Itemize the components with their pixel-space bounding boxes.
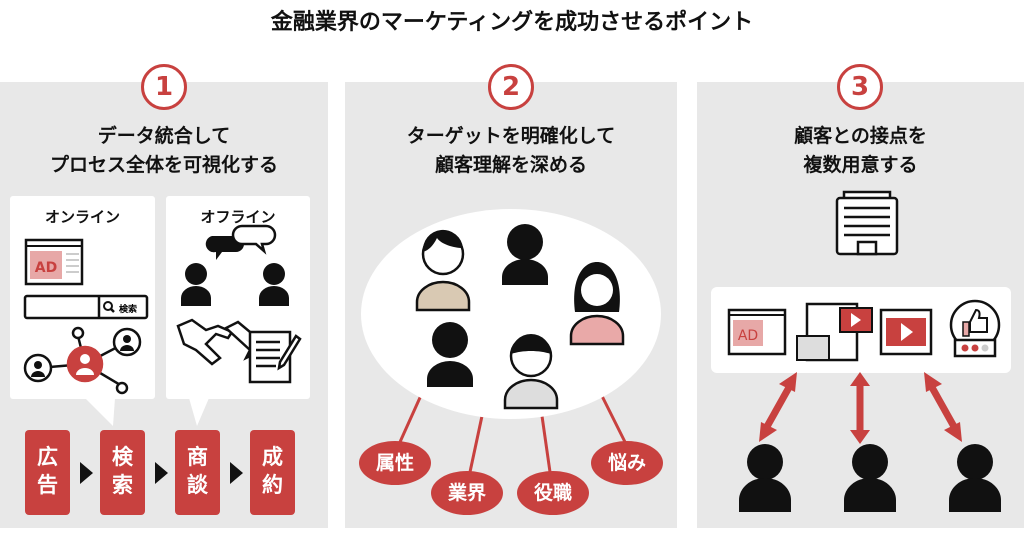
online-box: オンライン AD 検索: [10, 196, 155, 399]
speech-tails: [85, 398, 209, 426]
tag-attribute: 属性: [359, 441, 431, 485]
step-negotiation: 商談: [175, 430, 220, 515]
content-media-icon: [796, 302, 873, 362]
panel-title: ターゲットを明確化して顧客理解を深める: [406, 125, 616, 176]
panel-title: データ統合してプロセス全体を可視化する: [49, 125, 278, 176]
tag-industry: 業界: [431, 471, 503, 515]
bidirectional-arrows-icon: [759, 372, 962, 444]
tag-concerns: 悩み: [591, 441, 663, 485]
arrow-right-icon: [80, 462, 93, 484]
arrow-right-icon: [155, 462, 168, 484]
svg-text:AD: AD: [738, 328, 758, 344]
video-icon: [879, 308, 933, 356]
panel-touchpoints: 3 顧客との接点を複数用意する AD: [697, 64, 1024, 528]
person-icon: [502, 224, 548, 285]
step-number-2: 2: [488, 64, 534, 110]
search-bar-icon: [23, 294, 149, 320]
step-ad: 広告: [25, 430, 70, 515]
ad-banner-icon: AD: [727, 308, 787, 356]
contract-icon: [248, 330, 302, 384]
step-number-3: 3: [837, 64, 883, 110]
panel-target: 2 ターゲットを明確化して顧客理解を深める 属性 業界 役職 悩み: [345, 64, 677, 528]
person-icon: [427, 322, 473, 387]
touchpoint-icons: AD: [727, 190, 1001, 512]
online-label: オンライン: [44, 208, 120, 226]
offline-icons: [176, 224, 302, 384]
panel-title: 顧客との接点を複数用意する: [794, 125, 927, 176]
offline-box: オフライン: [166, 196, 310, 399]
offline-label: オフライン: [200, 208, 276, 226]
step-contract: 成約: [250, 430, 295, 515]
customer-icons: [739, 444, 1001, 512]
social-like-icon: [949, 299, 1001, 358]
online-icons: AD 検索: [23, 238, 149, 395]
panel-data-integration: 1 データ統合してプロセス全体を可視化する オンライン AD 検索 オフライン …: [0, 64, 328, 528]
search-label: 検索: [119, 303, 137, 315]
step-number-1: 1: [141, 64, 187, 110]
arrow-right-icon: [230, 462, 243, 484]
ad-browser-icon: [24, 238, 84, 286]
page-title: 金融業界のマーケティングを成功させるポイント: [270, 10, 754, 35]
step-search: 検索: [100, 430, 145, 515]
conversation-icon: [181, 224, 289, 306]
woman-icon: [415, 229, 471, 312]
man-icon: [503, 334, 559, 410]
tag-position: 役職: [517, 471, 589, 515]
ad-label: AD: [35, 260, 57, 276]
company-building-icon: [835, 190, 899, 256]
woman-icon: [569, 262, 625, 346]
customer-cluster: [361, 209, 661, 473]
